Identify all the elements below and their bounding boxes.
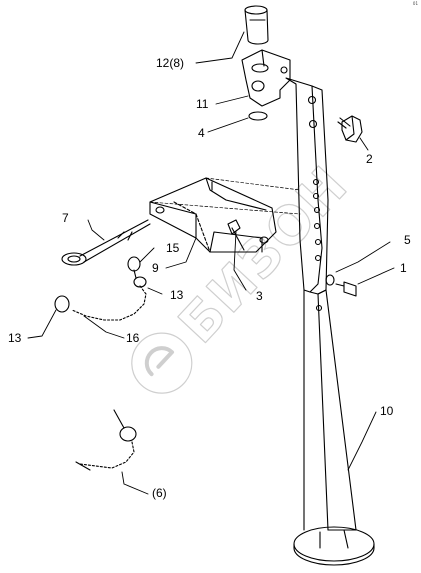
- ring-chain: [54, 256, 147, 321]
- callout-5: 5: [404, 233, 411, 247]
- callout-1: 1: [400, 261, 407, 275]
- callout-10: 10: [380, 404, 394, 418]
- hidden-line: [149, 177, 301, 215]
- callout-9: 9: [152, 261, 159, 275]
- callout-3: 3: [256, 289, 263, 303]
- callout-13-upper: 13: [170, 288, 184, 302]
- stand-leg: [285, 77, 357, 531]
- top-bracket: [241, 49, 291, 107]
- spring-clip: [227, 219, 245, 251]
- bolt-1: [335, 281, 357, 297]
- callout-2: 2: [366, 152, 373, 166]
- corner-mark: 01: [412, 1, 418, 6]
- callout-4: 4: [198, 126, 205, 140]
- callout-11: 11: [196, 97, 209, 111]
- leader-lines: [27, 31, 395, 495]
- callout-16: 16: [126, 331, 140, 345]
- support-bracket: [149, 177, 277, 253]
- watermark-text: БИЗОН: [168, 155, 360, 355]
- callout-13-lower: 13: [8, 331, 22, 345]
- watermark-logo-mark: [144, 346, 175, 377]
- callout-7: 7: [62, 211, 69, 225]
- watermark-logo-circle: [131, 332, 193, 394]
- callout-6: (6): [152, 486, 167, 500]
- long-pin: [61, 219, 151, 266]
- bolt-2: [337, 115, 363, 143]
- circlip-part: [248, 111, 268, 121]
- pin-part: [244, 5, 269, 45]
- callout-12-8: 12(8): [156, 56, 184, 70]
- foot-plate: [293, 526, 375, 566]
- pin-lanyard: [75, 409, 137, 471]
- washer-part: [325, 274, 335, 286]
- callout-15: 15: [166, 241, 180, 255]
